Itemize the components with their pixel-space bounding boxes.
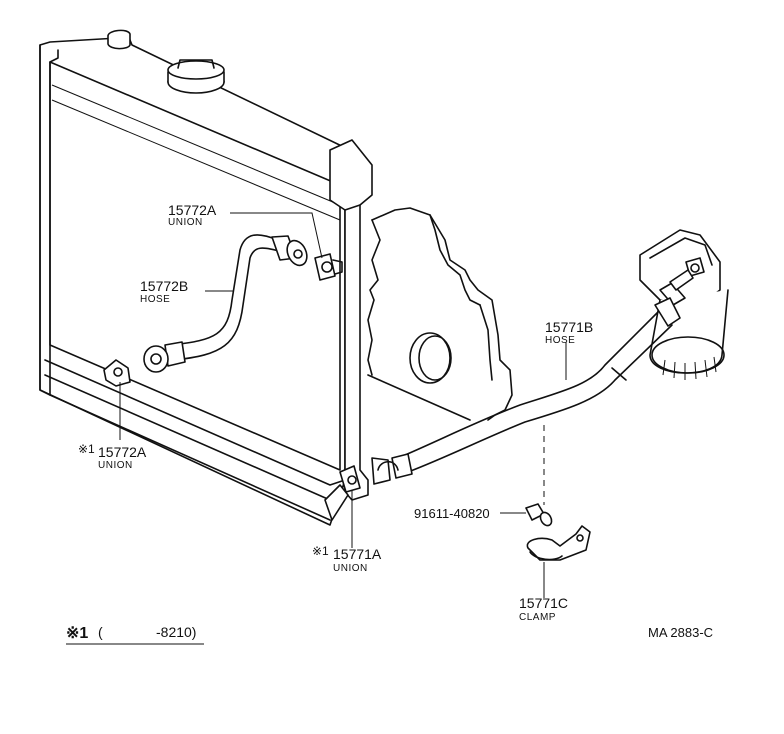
callout-15771a: ※1 15771A UNION xyxy=(312,544,382,574)
callout-15772a-lower: ※1 15772A UNION xyxy=(78,442,147,471)
part-name: HOSE xyxy=(545,335,575,346)
engine-block-illustration xyxy=(367,207,513,421)
hose-15772b xyxy=(143,234,308,373)
part-number: 15772A xyxy=(168,202,217,218)
callout-91611-40820: 91611-40820 xyxy=(414,506,490,521)
part-name: HOSE xyxy=(140,294,170,305)
fitting-91611-40820 xyxy=(525,503,553,527)
footnote-mark: ※1 xyxy=(78,442,95,456)
part-name: CLAMP xyxy=(519,612,556,623)
union-15772a-upper xyxy=(314,253,343,281)
hose-15771b xyxy=(391,297,681,479)
clamp-15771c xyxy=(526,525,591,561)
callout-15772a-upper: 15772A UNION xyxy=(168,202,217,228)
radiator-illustration xyxy=(39,29,373,526)
footnote-mark: ※1 xyxy=(312,544,329,558)
union-15771a xyxy=(339,457,399,493)
drawing-code: MA 2883-C xyxy=(648,625,713,640)
part-number: 15771A xyxy=(333,546,382,562)
callout-15771b: 15771B HOSE xyxy=(545,319,593,346)
leader-lines xyxy=(119,212,567,598)
part-number: 15772A xyxy=(98,444,147,460)
footnote-range: -8210) xyxy=(156,624,196,640)
part-number: 15771C xyxy=(519,595,568,611)
part-number: 15772B xyxy=(140,278,188,294)
part-number: 15771B xyxy=(545,319,593,335)
part-name: UNION xyxy=(98,460,133,471)
leader-15772a-upper xyxy=(230,212,323,259)
part-name: UNION xyxy=(168,217,203,228)
callout-15771c: 15771C CLAMP xyxy=(519,595,568,623)
footnote-mark: ※1 xyxy=(66,625,88,642)
part-name: UNION xyxy=(333,563,368,574)
oil-filter-illustration xyxy=(639,229,729,380)
union-15772a-lower xyxy=(103,359,131,387)
footnote-open: ( xyxy=(98,624,103,640)
footnote: ※1 ( -8210) xyxy=(66,624,204,645)
callout-15772b: 15772B HOSE xyxy=(140,278,188,305)
part-number: 91611-40820 xyxy=(414,506,490,521)
